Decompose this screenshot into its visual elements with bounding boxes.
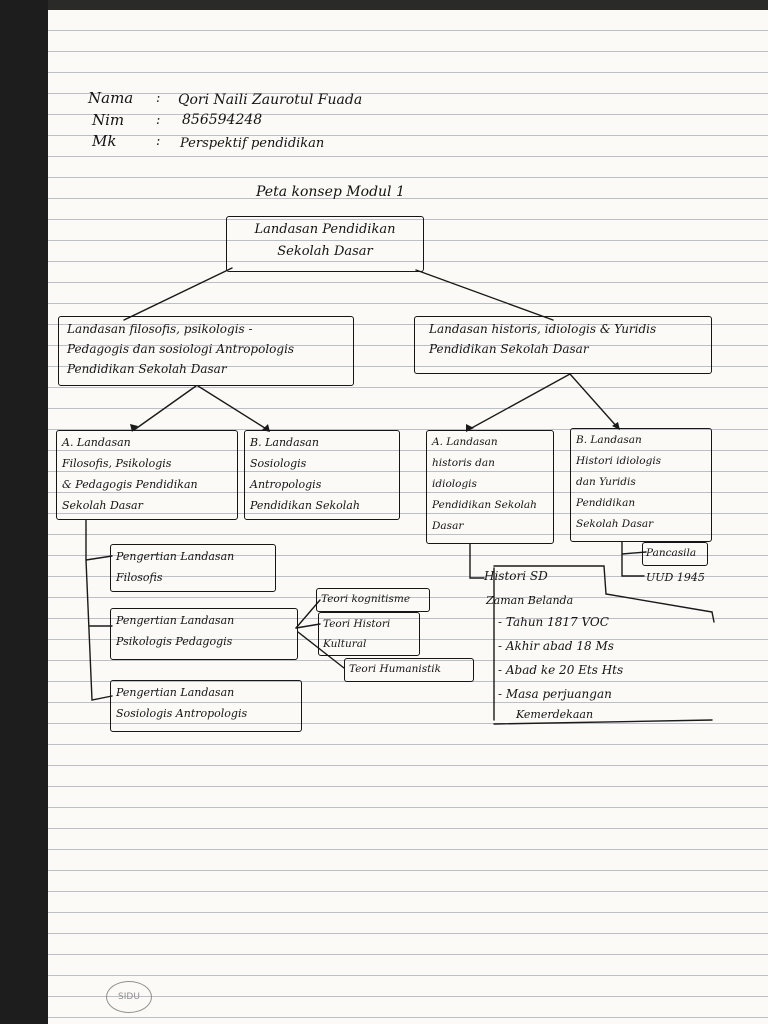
def-psikologis-line-2: Psikologis Pedagogis [116,635,233,648]
left-branch-line-1: Landasan filosofis, psikologis - [67,322,253,336]
def-filosofis-line-1: Pengertian Landasan [116,550,235,563]
link-left-b [197,385,269,431]
def-sosiologis-line-1: Pengertian Landasan [116,686,235,699]
right-b-line-2: Histori idiologis [576,455,662,467]
link-rb-pancasila [621,541,645,577]
teori-humanistik-node: Teori Humanistik [344,658,474,682]
teori-humanistik-text: Teori Humanistik [349,663,442,675]
histori-box-top [493,565,713,613]
right-b-line-3: dan Yuridis [576,476,636,488]
histori-heading: Histori SD [484,569,548,583]
left-b-line-3: Antropologis [250,478,322,491]
right-a-node: A. Landasan historis dan idiologis Pendi… [426,430,554,544]
def-sosiologis-line-2: Sosiologis Antropologis [116,707,248,720]
histori-box-bottom [493,719,713,725]
histori-item-2: - Akhir abad 18 Ms [498,639,614,653]
right-b-line-4: Pendidikan [576,497,636,509]
uud-text: UUD 1945 [646,571,705,584]
link-right-b [569,373,619,429]
nim-label: Nim [92,111,125,129]
teori-histori-node: Teori Histori Kultural [318,612,420,656]
link-la-def1 [85,555,113,561]
nama-label: Nama [88,89,134,107]
histori-box-right-tick [711,611,715,623]
pancasila-text: Pancasila [646,547,697,559]
notebook-stamp-logo: SIDU [106,981,152,1013]
mk-colon: : [156,134,161,149]
root-node: Landasan Pendidikan Sekolah Dasar [226,216,424,272]
left-a-line-2: Filosofis, Psikologis [62,457,172,470]
right-branch-line-2: Pendidikan Sekolah Dasar [429,342,589,356]
nim-value: 856594248 [182,112,263,128]
right-branch-line-1: Landasan historis, idiologis & Yuridis [429,322,657,336]
mk-value: Perspektif pendidikan [180,136,325,151]
histori-item-4: - Masa perjuangan [498,687,612,701]
link-teori3 [297,631,345,669]
right-b-node: B. Landasan Histori idiologis dan Yuridi… [570,428,712,542]
left-a-node: A. Landasan Filosofis, Psikologis & Peda… [56,430,238,520]
left-b-line-4: Pendidikan Sekolah [250,499,360,512]
stamp-text: SIDU [118,992,140,1002]
right-a-line-2: historis dan [432,457,495,469]
def-sosiologis-node: Pengertian Landasan Sosiologis Antropolo… [110,680,302,732]
left-branch-line-2: Pedagogis dan sosiologi Antropologis [67,342,295,356]
map-title: Peta konsep Modul 1 [256,184,405,200]
link-root-right [415,269,554,321]
root-line-1: Landasan Pendidikan [254,222,396,237]
right-a-line-5: Dasar [432,520,464,532]
left-b-line-1: B. Landasan [250,436,319,449]
link-ra-histori [469,543,485,579]
root-line-2: Sekolah Dasar [277,244,373,259]
notebook-page [48,0,768,1024]
def-psikologis-node: Pengertian Landasan Psikologis Pedagogis [110,608,298,660]
left-a-line-4: Sekolah Dasar [62,499,143,512]
histori-item-1: - Tahun 1817 VOC [498,615,609,629]
right-a-line-4: Pendidikan Sekolah [432,499,537,511]
link-root-left [123,267,233,321]
link-right-a [467,373,571,431]
left-b-line-2: Sosiologis [250,457,307,470]
histori-item-3: - Abad ke 20 Ets Hts [498,663,624,677]
left-b-node: B. Landasan Sosiologis Antropologis Pend… [244,430,400,520]
link-la-spine [85,519,113,701]
right-b-line-5: Sekolah Dasar [576,518,654,530]
def-filosofis-node: Pengertian Landasan Filosofis [110,544,276,592]
link-left-a [133,385,197,431]
teori-histori-line-1: Teori Histori [323,618,391,630]
right-branch-node: Landasan historis, idiologis & Yuridis P… [414,316,712,374]
def-psikologis-line-1: Pengertian Landasan [116,614,235,627]
mk-label: Mk [92,132,117,150]
right-b-line-1: B. Landasan [576,434,642,446]
left-branch-node: Landasan filosofis, psikologis - Pedagog… [58,316,354,386]
right-a-line-1: A. Landasan [432,436,498,448]
histori-era: Zaman Belanda [486,594,574,607]
nim-colon: : [156,113,161,128]
def-filosofis-line-2: Filosofis [116,571,163,584]
teori-histori-line-2: Kultural [323,638,367,650]
link-teori2 [295,623,321,629]
teori-kognitisme-node: Teori kognitisme [316,588,430,612]
left-a-line-1: A. Landasan [62,436,131,449]
left-a-line-3: & Pedagogis Pendidikan [62,478,198,491]
right-a-line-3: idiologis [432,478,477,490]
histori-item-5: Kemerdekaan [516,708,594,721]
left-branch-line-3: Pendidikan Sekolah Dasar [67,362,227,376]
nama-value: Qori Naili Zaurotul Fuada [178,92,363,108]
teori-kognitisme-text: Teori kognitisme [321,593,411,605]
nama-colon: : [156,91,161,106]
pancasila-node: Pancasila [642,542,708,566]
